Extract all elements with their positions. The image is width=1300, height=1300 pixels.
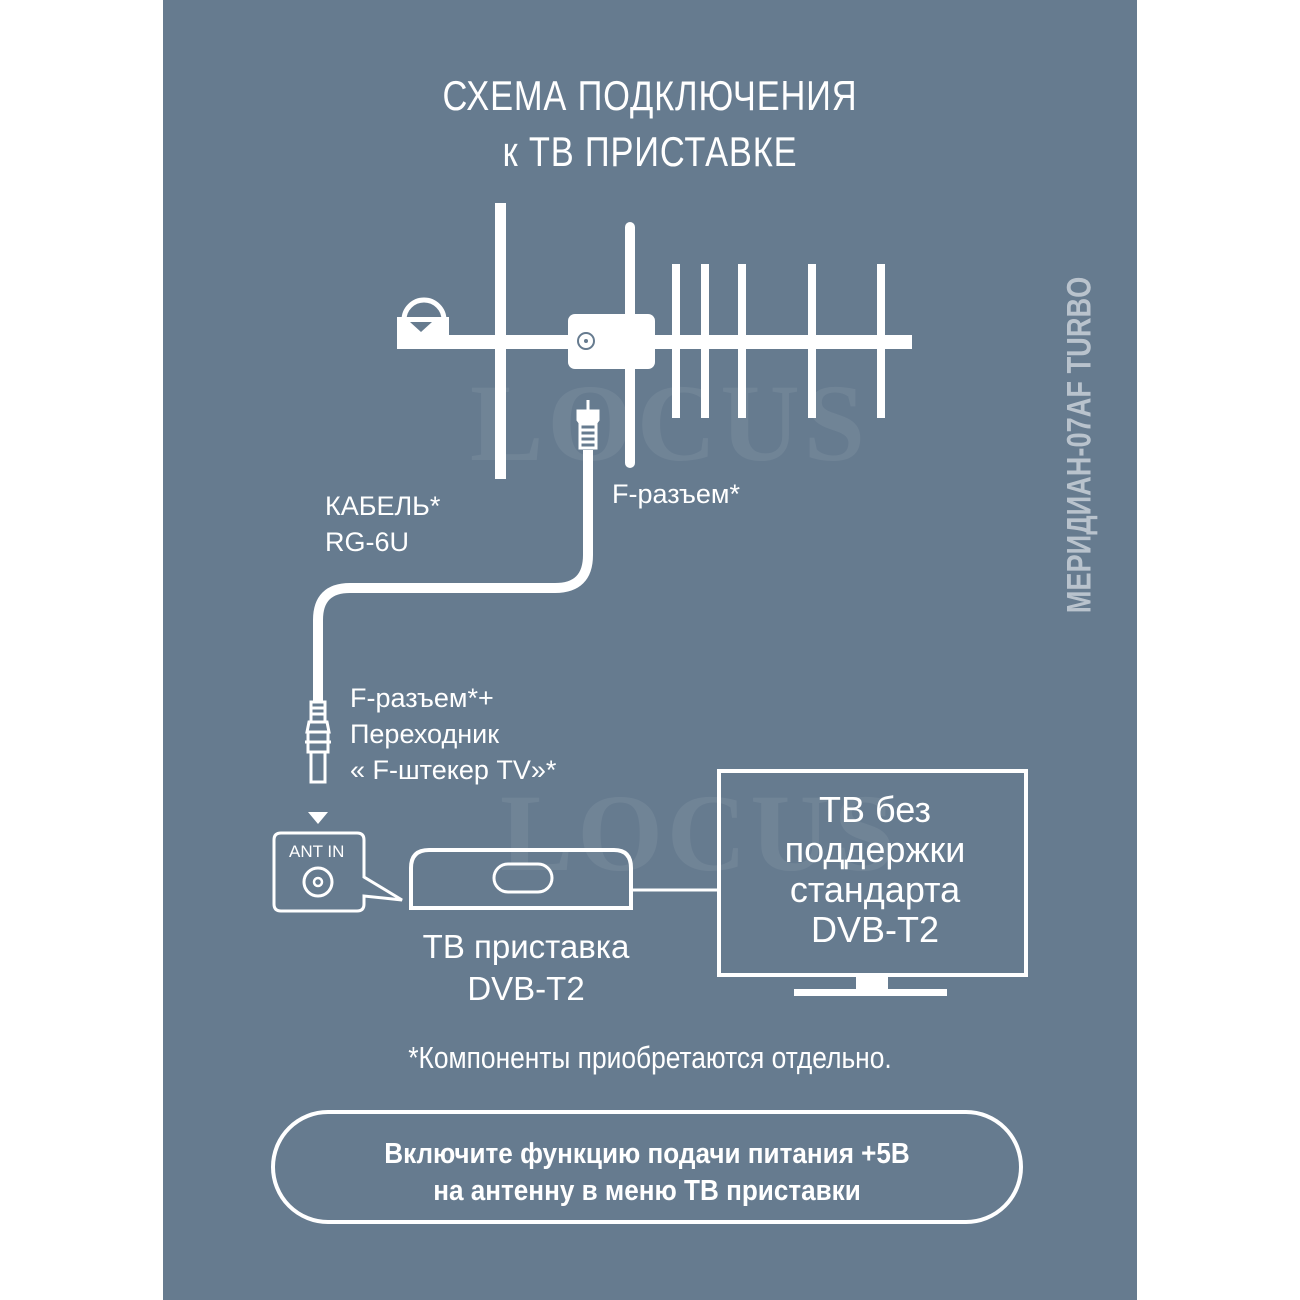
label-cable-line2: RG-6U	[325, 527, 410, 557]
label-settop: ТВ приставка DVB-T2	[396, 926, 656, 1010]
f-adapter-icon	[305, 700, 331, 784]
label-f-connector-top: F-разъем*	[612, 479, 740, 509]
label-tv-line4: DVB-T2	[810, 909, 940, 950]
label-adapter-line3: « F-штекер TV»*	[350, 755, 557, 785]
ant-in-jack-icon	[302, 866, 334, 898]
label-adapter-line1: F-разъем*+	[350, 683, 494, 713]
diagram-panel	[163, 0, 1137, 1300]
label-tv-line2: поддержки	[784, 829, 966, 870]
arrow-down-icon	[308, 812, 328, 824]
page-title: СХЕМА ПОДКЛЮЧЕНИЯ к ТВ ПРИСТАВКЕ	[117, 68, 1183, 180]
notice-box: Включите функцию подачи питания +5В на а…	[271, 1110, 1023, 1224]
notice-line1: Включите функцию подачи питания +5В	[384, 1138, 910, 1170]
label-tv-line1: ТВ без	[819, 789, 931, 830]
f-connector-top-icon	[576, 400, 600, 450]
label-cable: КАБЕЛЬ* RG-6U	[325, 488, 440, 560]
coax-cable	[313, 450, 593, 702]
label-tv: ТВ без поддержки стандарта DVB-T2	[730, 790, 1020, 950]
notice-text: Включите функцию подачи питания +5В на а…	[312, 1136, 982, 1210]
label-tv-line3: стандарта	[789, 869, 961, 910]
antenna-icon	[397, 203, 912, 479]
watermark-bottom: LOCUS	[500, 772, 899, 894]
label-ant-in: ANT IN	[289, 842, 345, 861]
footnote: *Компоненты приобретаются отдельно.	[408, 1040, 892, 1075]
title-line-1: СХЕМА ПОДКЛЮЧЕНИЯ	[442, 72, 858, 119]
label-settop-line2: DVB-T2	[467, 970, 585, 1007]
notice-line2: на антенну в меню ТВ приставки	[433, 1175, 861, 1207]
ant-in-callout	[272, 831, 403, 913]
title-line-2: к ТВ ПРИСТАВКЕ	[502, 128, 798, 175]
label-cable-line1: КАБЕЛЬ*	[325, 491, 441, 521]
watermark-top: LOCUS	[470, 362, 869, 484]
settop-box-icon	[409, 848, 633, 910]
label-settop-line1: ТВ приставка	[422, 928, 630, 965]
label-adapter: F-разъем*+ Переходник « F-штекер TV»*	[350, 680, 556, 788]
label-adapter-line2: Переходник	[350, 719, 500, 749]
